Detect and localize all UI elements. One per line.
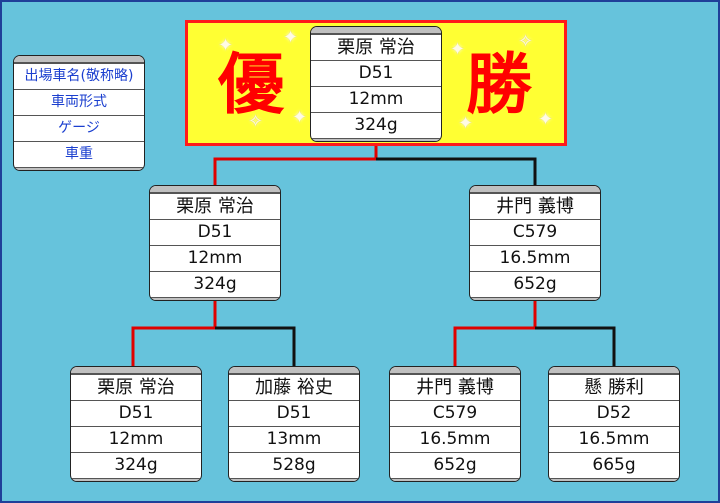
card-cap-top: [470, 186, 600, 193]
legend-cap-top: [14, 56, 144, 63]
vehicle-weight: 652g: [470, 271, 600, 297]
card-cap-bottom: [390, 478, 520, 481]
entrant-name: 加藤 裕史: [229, 374, 359, 400]
entrant-name: 栗原 常治: [311, 34, 441, 60]
semi-left-line-loser: [215, 326, 296, 366]
vehicle-model: D51: [311, 60, 441, 86]
first-round-card-2: 加藤 裕史 D51 13mm 528g: [228, 366, 360, 482]
sparkle-icon: ✦: [218, 35, 234, 56]
entrant-name: 栗原 常治: [150, 193, 280, 219]
legend-label-name: 出場車名(敬称略): [14, 63, 144, 89]
semifinal-card-left: 栗原 常治 D51 12mm 324g: [149, 185, 281, 301]
sparkle-icon: ✦: [458, 113, 474, 134]
card-cap-top: [229, 367, 359, 374]
vehicle-weight: 324g: [71, 452, 201, 478]
card-cap-top: [311, 27, 441, 34]
semifinal-card-right: 井門 義博 C579 16.5mm 652g: [469, 185, 601, 301]
card-cap-bottom: [229, 478, 359, 481]
vehicle-weight: 652g: [390, 452, 520, 478]
track-gauge: 12mm: [311, 86, 441, 112]
legend-label-model: 車両形式: [14, 89, 144, 115]
track-gauge: 13mm: [229, 426, 359, 452]
sparkle-icon: ✦: [538, 109, 554, 130]
vehicle-weight: 324g: [311, 112, 441, 138]
champion-char-left: 優: [218, 45, 284, 123]
vehicle-weight: 324g: [150, 271, 280, 297]
sparkle-icon: ✦: [292, 107, 308, 128]
card-cap-bottom: [150, 297, 280, 300]
track-gauge: 12mm: [150, 245, 280, 271]
legend-cap-bottom: [14, 167, 144, 170]
legend-label-weight: 車重: [14, 141, 144, 167]
semi-right-line-loser: [535, 326, 616, 366]
sparkle-icon: ✧: [248, 111, 264, 132]
entrant-name: 井門 義博: [470, 193, 600, 219]
card-cap-bottom: [470, 297, 600, 300]
sparkle-icon: ✧: [518, 31, 534, 52]
sparkle-icon: ✦: [450, 39, 466, 60]
card-cap-top: [390, 367, 520, 374]
card-cap-bottom: [311, 138, 441, 141]
sparkle-icon: ✦: [283, 27, 299, 48]
track-gauge: 16.5mm: [549, 426, 679, 452]
semi-right-line-winner: [453, 300, 537, 366]
track-gauge: 16.5mm: [470, 245, 600, 271]
champion-char-right: 勝: [466, 45, 532, 123]
vehicle-weight: 528g: [229, 452, 359, 478]
vehicle-model: C579: [470, 219, 600, 245]
final-line-loser: [376, 157, 537, 185]
first-round-card-4: 懸 勝利 D52 16.5mm 665g: [548, 366, 680, 482]
vehicle-model: D51: [71, 400, 201, 426]
entrant-name: 懸 勝利: [549, 374, 679, 400]
entrant-name: 栗原 常治: [71, 374, 201, 400]
vehicle-model: D51: [229, 400, 359, 426]
card-cap-top: [549, 367, 679, 374]
entrant-name: 井門 義博: [390, 374, 520, 400]
track-gauge: 16.5mm: [390, 426, 520, 452]
card-cap-bottom: [549, 478, 679, 481]
vehicle-model: D52: [549, 400, 679, 426]
champion-card: 栗原 常治 D51 12mm 324g: [310, 26, 442, 142]
first-round-card-1: 栗原 常治 D51 12mm 324g: [70, 366, 202, 482]
legend-card: 出場車名(敬称略) 車両形式 ゲージ 車重: [13, 55, 145, 171]
vehicle-weight: 665g: [549, 452, 679, 478]
champion-banner: 優 勝 ✦ ✦ ✧ ✦ ✦ ✧ ✦ ✦: [185, 20, 567, 146]
semi-left-line-winner: [131, 300, 217, 366]
vehicle-model: C579: [390, 400, 520, 426]
track-gauge: 12mm: [71, 426, 201, 452]
final-line-winner: [213, 141, 378, 185]
vehicle-model: D51: [150, 219, 280, 245]
first-round-card-3: 井門 義博 C579 16.5mm 652g: [389, 366, 521, 482]
legend-label-gauge: ゲージ: [14, 115, 144, 141]
card-cap-top: [71, 367, 201, 374]
card-cap-bottom: [71, 478, 201, 481]
card-cap-top: [150, 186, 280, 193]
